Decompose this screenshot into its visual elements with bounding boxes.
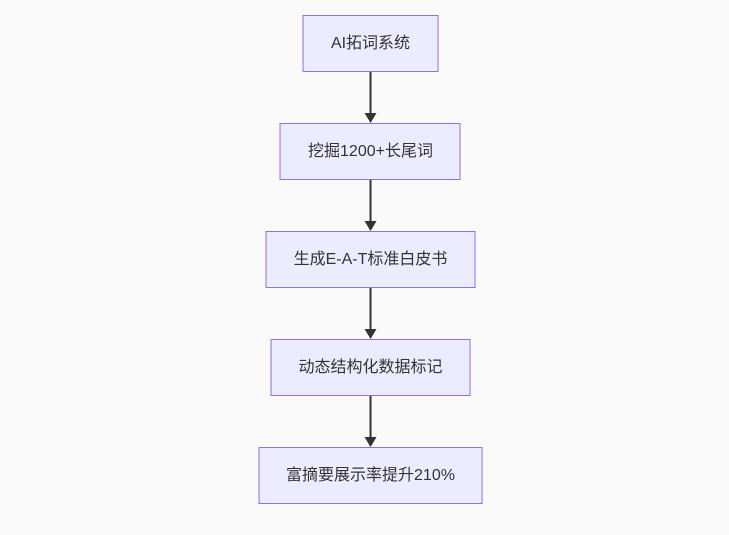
arrow-shaft [369,180,372,221]
flowchart-node-eat-whitepaper: 生成E-A-T标准白皮书 [265,231,476,288]
arrow-shaft [369,72,372,113]
arrow-head-icon [364,221,377,231]
flowchart-node-rich-snippet-rate: 富摘要展示率提升210% [258,447,483,504]
flowchart: AI拓词系统 挖掘1200+长尾词 生成E-A-T标准白皮书 动态结构化数据标记… [258,15,483,504]
arrow-shaft [369,288,372,329]
arrow-down-icon [364,180,377,231]
flowchart-node-ai-system: AI拓词系统 [302,15,439,72]
arrow-shaft [369,396,372,437]
arrow-down-icon [364,288,377,339]
arrow-head-icon [364,437,377,447]
flowchart-node-longtail-keywords: 挖掘1200+长尾词 [280,123,461,180]
arrow-head-icon [364,329,377,339]
arrow-down-icon [364,72,377,123]
flowchart-node-structured-data: 动态结构化数据标记 [270,339,471,396]
arrow-head-icon [364,113,377,123]
arrow-down-icon [364,396,377,447]
